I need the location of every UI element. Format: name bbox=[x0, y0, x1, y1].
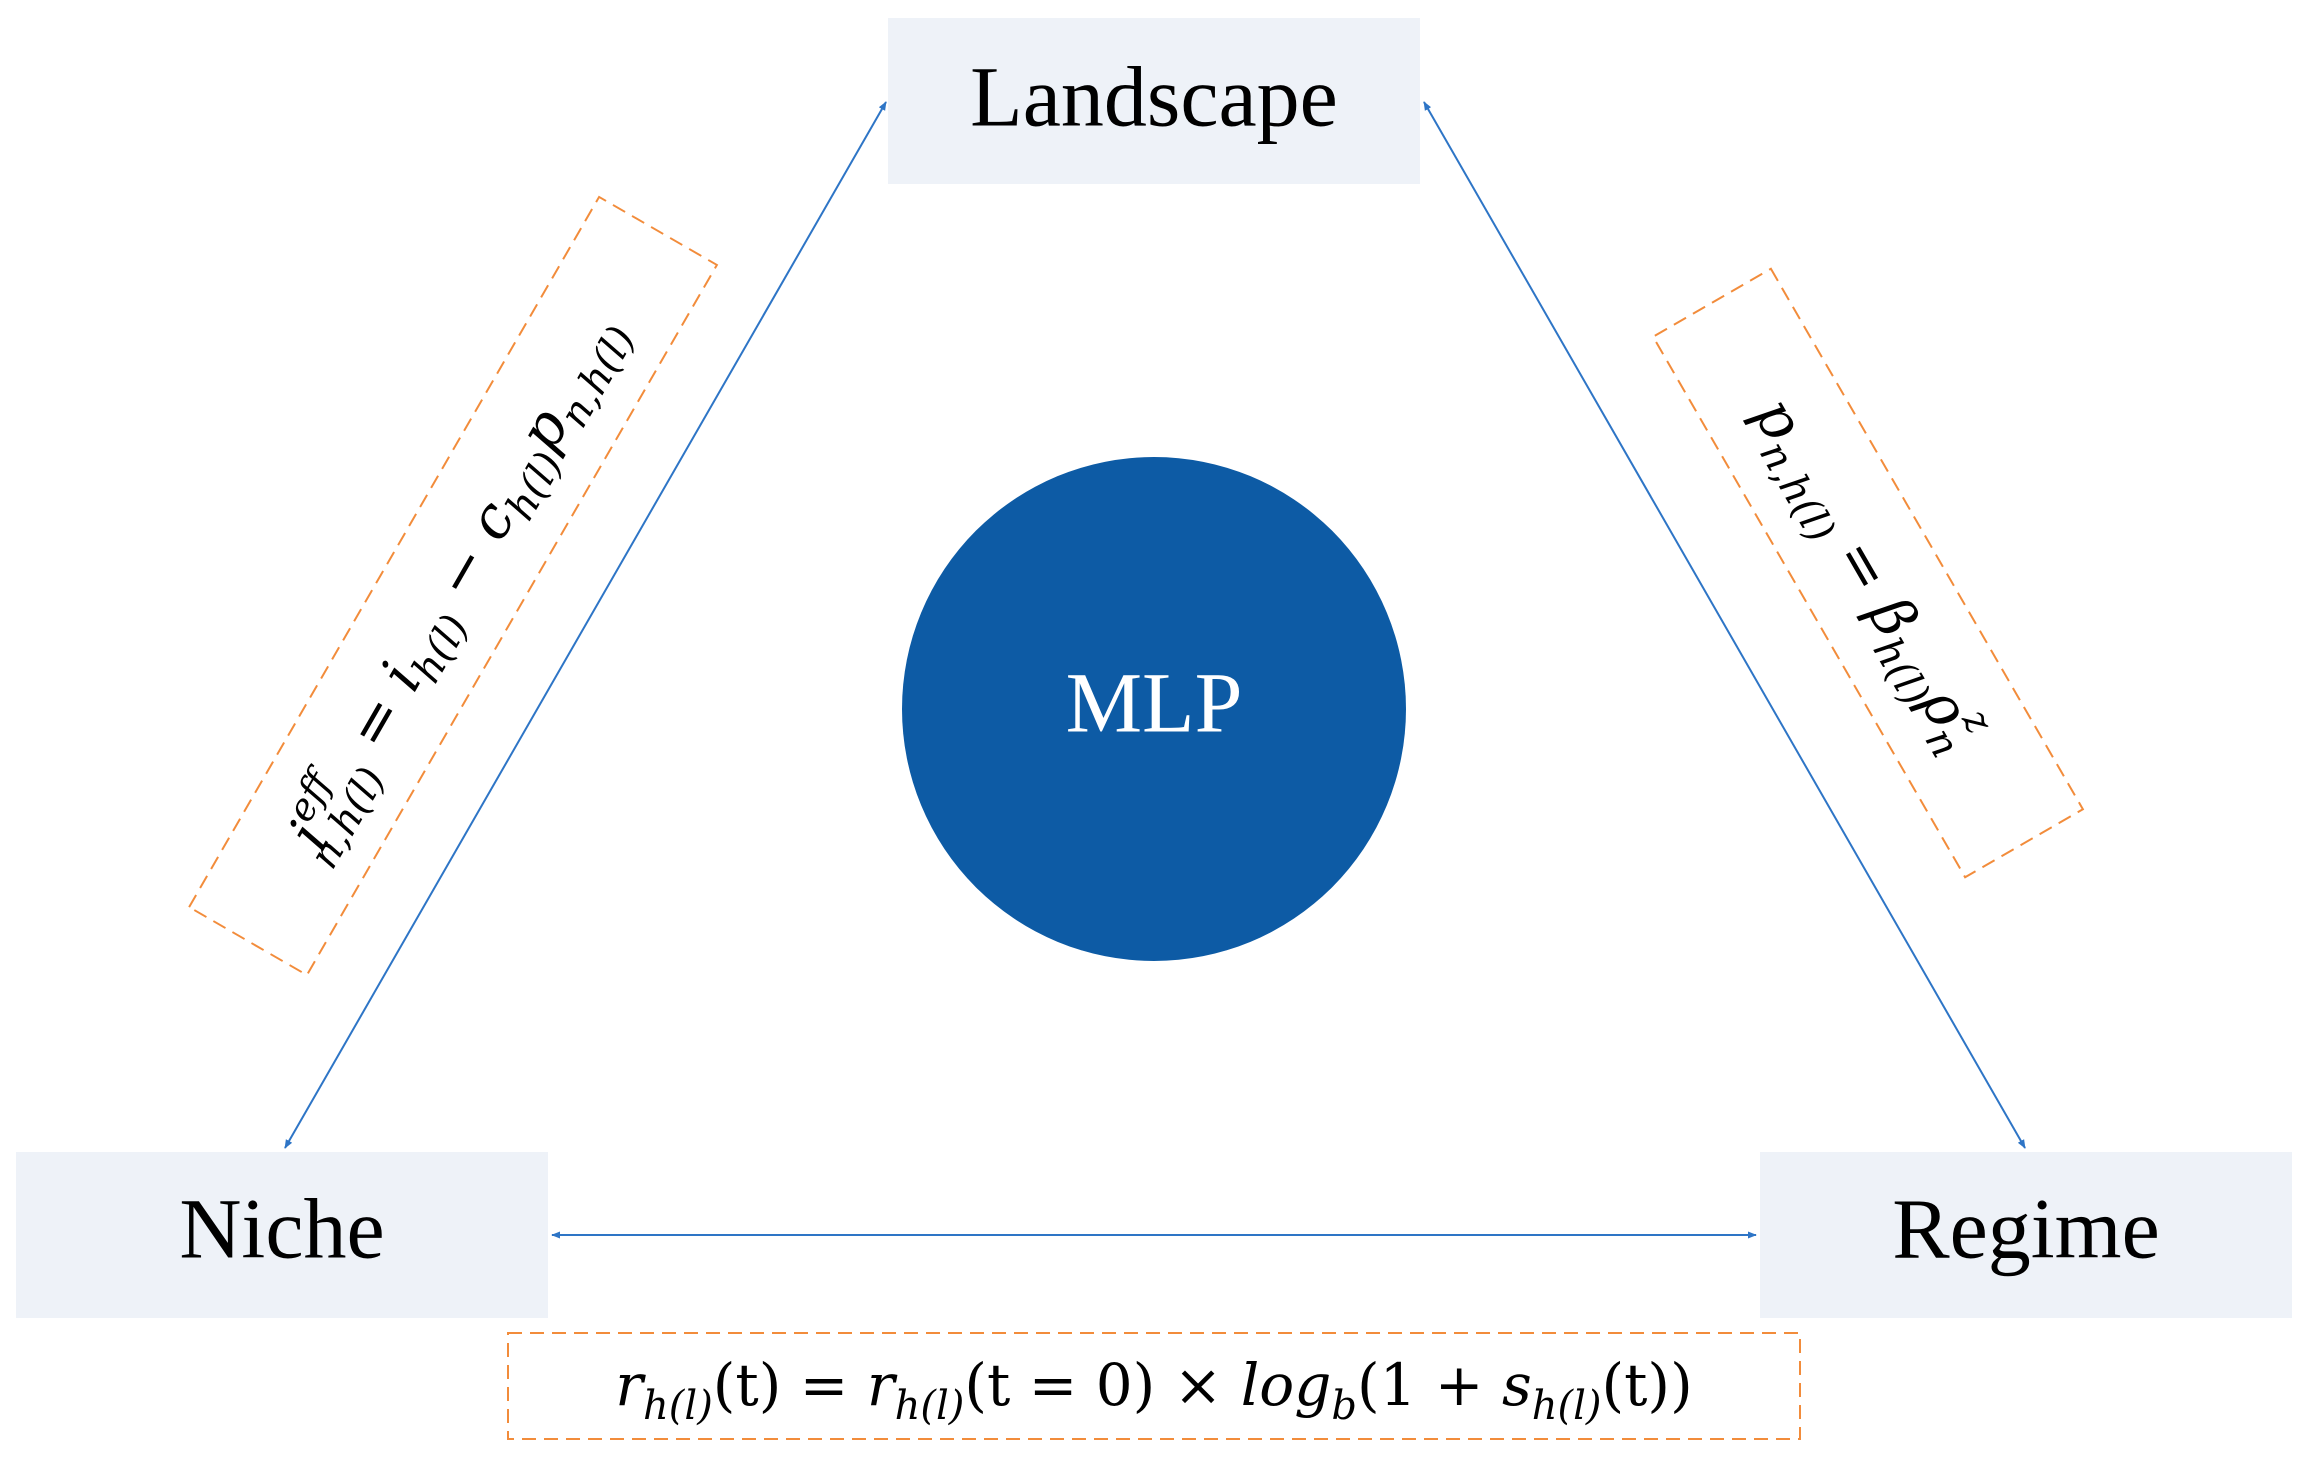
arrow-landscape-regime bbox=[1423, 101, 2026, 1149]
mlp-circle bbox=[902, 457, 1406, 961]
niche-label: Niche bbox=[179, 1181, 384, 1277]
formula-box bbox=[187, 195, 719, 977]
formula-text: ieffn,h(l) = ih(l) − ch(l)pn,h(l) bbox=[264, 299, 649, 876]
niche-node bbox=[16, 1152, 548, 1318]
formula-niche-landscape: ieffn,h(l) = ih(l) − ch(l)pn,h(l) bbox=[187, 195, 719, 977]
landscape-label: Landscape bbox=[970, 49, 1338, 145]
formula-box bbox=[507, 1332, 1801, 1440]
regime-node bbox=[1760, 1152, 2292, 1318]
regime-label: Regime bbox=[1892, 1181, 2160, 1277]
formula-niche-regime: rh(l)(t) = rh(l)(t = 0) × logb(1 + sh(l)… bbox=[507, 1332, 1801, 1440]
landscape-node bbox=[888, 18, 1420, 184]
formula-landscape-regime: pn,h(l) = βh(l)ρnz bbox=[1651, 267, 2085, 879]
arrow-niche-landscape bbox=[284, 101, 887, 1149]
mlp-label: MLP bbox=[1066, 655, 1243, 751]
formula-text: rh(l)(t) = rh(l)(t = 0) × logb(1 + sh(l)… bbox=[615, 1351, 1692, 1429]
